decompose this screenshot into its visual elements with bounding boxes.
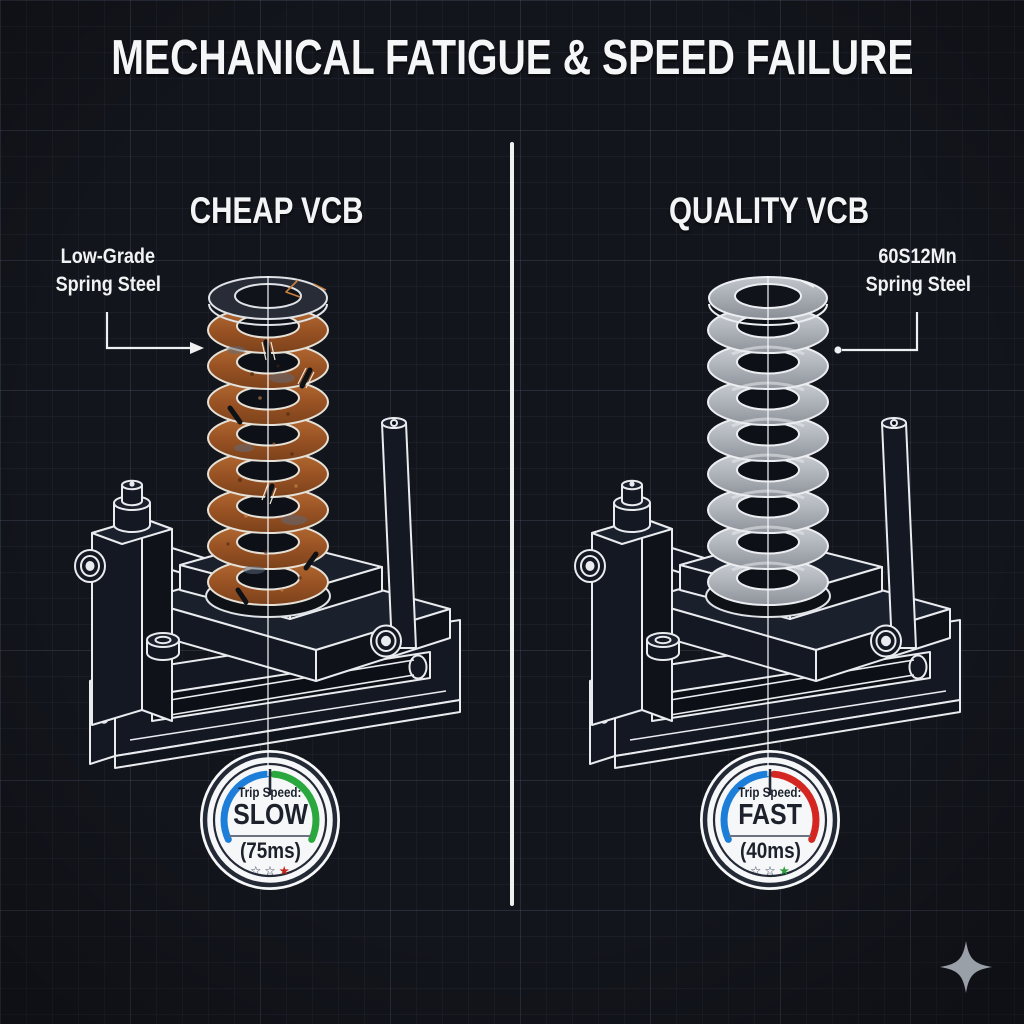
right-panel-heading: QUALITY VCB	[668, 190, 870, 231]
right-gauge-blue-arc	[720, 770, 770, 843]
left-spring-annotation: Low-Grade Spring Steel	[55, 245, 161, 296]
right-annotation-leader-line	[834, 312, 919, 354]
clean-steel-spring	[705, 276, 831, 618]
star-icon: ☆	[764, 864, 776, 878]
four-point-sparkle-icon	[940, 941, 992, 993]
left-vcb-mechanism-drawing	[74, 276, 461, 776]
left-gauge-star-rating: ☆ ☆ ★	[195, 864, 345, 878]
right-spring-annotation: 60S12Mn Spring Steel	[865, 245, 971, 296]
right-gauge-value: FAST	[738, 799, 802, 831]
right-gauge-red-arc	[770, 770, 820, 843]
left-gauge-separator	[229, 835, 311, 837]
right-gauge-time: (40ms)	[739, 838, 801, 863]
left-gauge-label: Trip Speed:	[238, 785, 302, 800]
right-vcb-mechanism-drawing	[574, 276, 961, 776]
right-gauge-label: Trip Speed:	[738, 785, 802, 800]
star-icon: ★	[778, 864, 790, 878]
right-trip-speed-gauge: Trip Speed: FAST (40ms) ☆ ☆ ★	[695, 745, 845, 895]
star-icon: ☆	[750, 864, 762, 878]
right-gauge-star-rating: ☆ ☆ ★	[695, 864, 845, 878]
corroded-cracked-spring	[205, 276, 331, 618]
page-title: MECHANICAL FATIGUE & SPEED FAILURE	[0, 30, 1024, 86]
star-icon: ★	[278, 864, 290, 878]
left-panel-heading: CHEAP VCB	[190, 190, 364, 231]
left-gauge-green-arc	[270, 770, 320, 843]
star-icon: ☆	[264, 864, 276, 878]
page-title-text: MECHANICAL FATIGUE & SPEED FAILURE	[110, 31, 914, 85]
left-gauge-blue-arc	[220, 770, 270, 843]
left-gauge-value: SLOW	[232, 799, 308, 831]
right-gauge-dial	[700, 750, 840, 890]
left-gauge-dial	[200, 750, 340, 890]
left-gauge-time: (75ms)	[239, 838, 301, 863]
left-annotation-leader-arrow	[105, 312, 204, 354]
right-gauge-separator	[729, 835, 811, 837]
center-divider-line	[510, 142, 514, 906]
star-icon: ☆	[250, 864, 262, 878]
left-trip-speed-gauge: Trip Speed: SLOW (75ms) ☆ ☆ ★	[195, 745, 345, 895]
